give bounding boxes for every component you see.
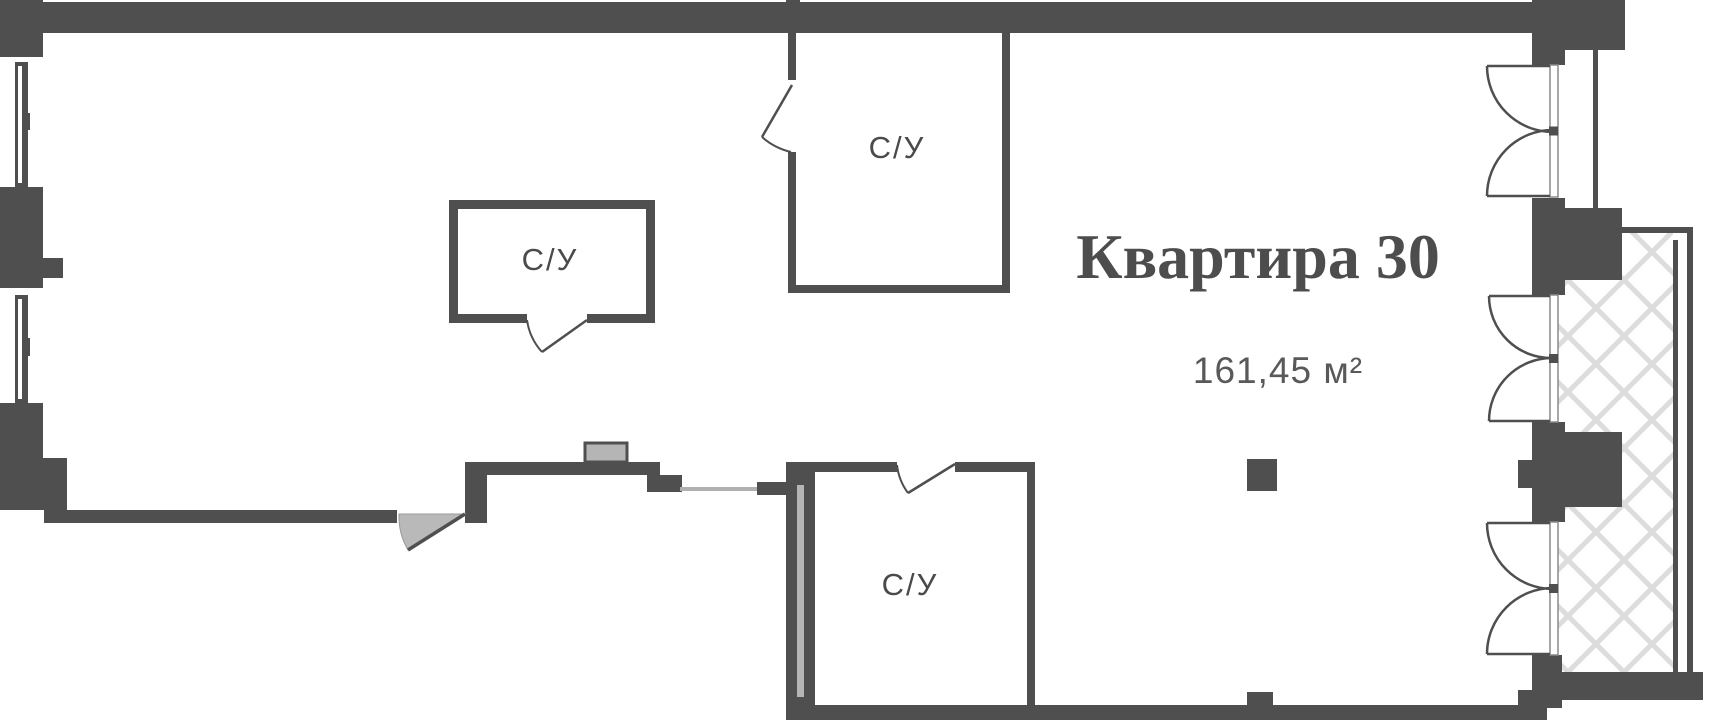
left-middle-pier: [0, 187, 43, 288]
bottom-right-wall: [1562, 672, 1703, 700]
window2-mullion: [22, 338, 30, 356]
apartment-area: 161,45 м²: [1192, 350, 1364, 391]
balcony-glazing-line: [1593, 48, 1598, 215]
bathroom-mid-bottom-wall-right: [587, 314, 655, 323]
vent-box: [583, 441, 629, 464]
door2-meet: [1549, 354, 1558, 363]
window2-top-tick: [15, 295, 28, 299]
room-label-bathroom-middle: С/У: [521, 242, 579, 277]
left-corner-pier: [0, 0, 43, 57]
bathroom-top-left-wall-upper: [788, 33, 796, 80]
top-wall: [0, 2, 1625, 33]
top-wall-tick: [786, 0, 800, 6]
bathroom-bottom-door-arc: [896, 464, 909, 494]
door3-meet: [1549, 584, 1558, 593]
window1-outer-line: [15, 62, 18, 187]
bathroom-mid-left-wall: [449, 200, 458, 323]
door1-meet: [1549, 126, 1558, 136]
bathroom-bottom-top-wall-left: [815, 462, 897, 472]
apartment-title: Квартира 30: [1076, 221, 1440, 292]
left-bottom-corner: [0, 458, 67, 510]
balcony-shaft: [1558, 48, 1693, 700]
door1-top-hinge: [1532, 50, 1565, 65]
bottom-wall-tick: [1247, 692, 1273, 705]
bathroom-bottom-door-leaf: [907, 462, 956, 495]
inner-wall-horizontal: [472, 462, 660, 475]
opening-threshold-line: [680, 487, 757, 491]
bathroom-mid-right-wall: [646, 200, 655, 323]
door2-top-hinge: [1532, 280, 1565, 295]
door3-swing-arcs: [1485, 522, 1554, 655]
bottom-right-block: [1518, 690, 1562, 708]
step-wall: [465, 462, 487, 523]
bathroom-top-left-wall-lower: [788, 152, 796, 290]
door1-bottom-hinge: [1532, 198, 1565, 208]
door-jamb: [647, 475, 682, 492]
right-pier-1: [1532, 208, 1622, 280]
bathroom-mid-top-wall: [449, 200, 655, 209]
bathroom-mid-bottom-wall-left: [449, 314, 527, 323]
shaft-wall-stripe: [797, 485, 804, 697]
room-label-bathroom-bottom: С/У: [881, 567, 939, 602]
door2-bottom-hinge: [1532, 422, 1565, 432]
balcony-inner-edge: [1673, 240, 1678, 672]
room-label-bathroom-top: С/У: [868, 130, 926, 165]
door1-leaves: [1487, 64, 1550, 198]
door1-swing-arcs: [1485, 65, 1554, 197]
entry-door-leaf: [407, 512, 466, 552]
window1-bottom-tick: [15, 183, 28, 187]
bottom-wall: [786, 705, 1547, 720]
top-right-pier: [1532, 0, 1625, 50]
balcony-top-frame: [1622, 227, 1693, 233]
door3-bottom-hinge-block: [1532, 655, 1562, 690]
column: [1247, 459, 1277, 491]
window1-top-tick: [15, 62, 28, 66]
bathroom-top-bottom-wall: [788, 285, 1010, 293]
wall-stub: [757, 482, 786, 495]
door3-top-hinge: [1532, 507, 1565, 522]
bottom-left-wall: [44, 510, 397, 523]
door2-leaves: [1489, 294, 1550, 423]
bathroom-mid-door-arc: [526, 319, 543, 353]
bathroom-top-door-leaf: [760, 84, 794, 138]
window2-bottom-tick: [15, 399, 28, 403]
bathroom-mid-door-leaf: [541, 318, 588, 354]
bathroom-bottom-right-wall: [1027, 462, 1035, 705]
right-pier-2: [1532, 432, 1622, 507]
bathroom-top-door-arc: [761, 136, 792, 153]
door-panels: [1549, 64, 1559, 656]
door3-leaves: [1487, 521, 1550, 656]
door2-swing-arcs: [1487, 295, 1553, 422]
door-swings: [526, 64, 1554, 656]
window2-outer-line: [15, 295, 18, 403]
left-pier-stub: [43, 258, 63, 278]
right-pier-2-bump: [1518, 460, 1532, 488]
bathroom-bottom-top-wall-right: [955, 462, 1035, 472]
balcony-outer-edge: [1687, 227, 1693, 700]
bathroom-top-right-wall: [1002, 33, 1010, 293]
window1-mullion: [22, 113, 30, 130]
fixtures: [398, 441, 804, 697]
